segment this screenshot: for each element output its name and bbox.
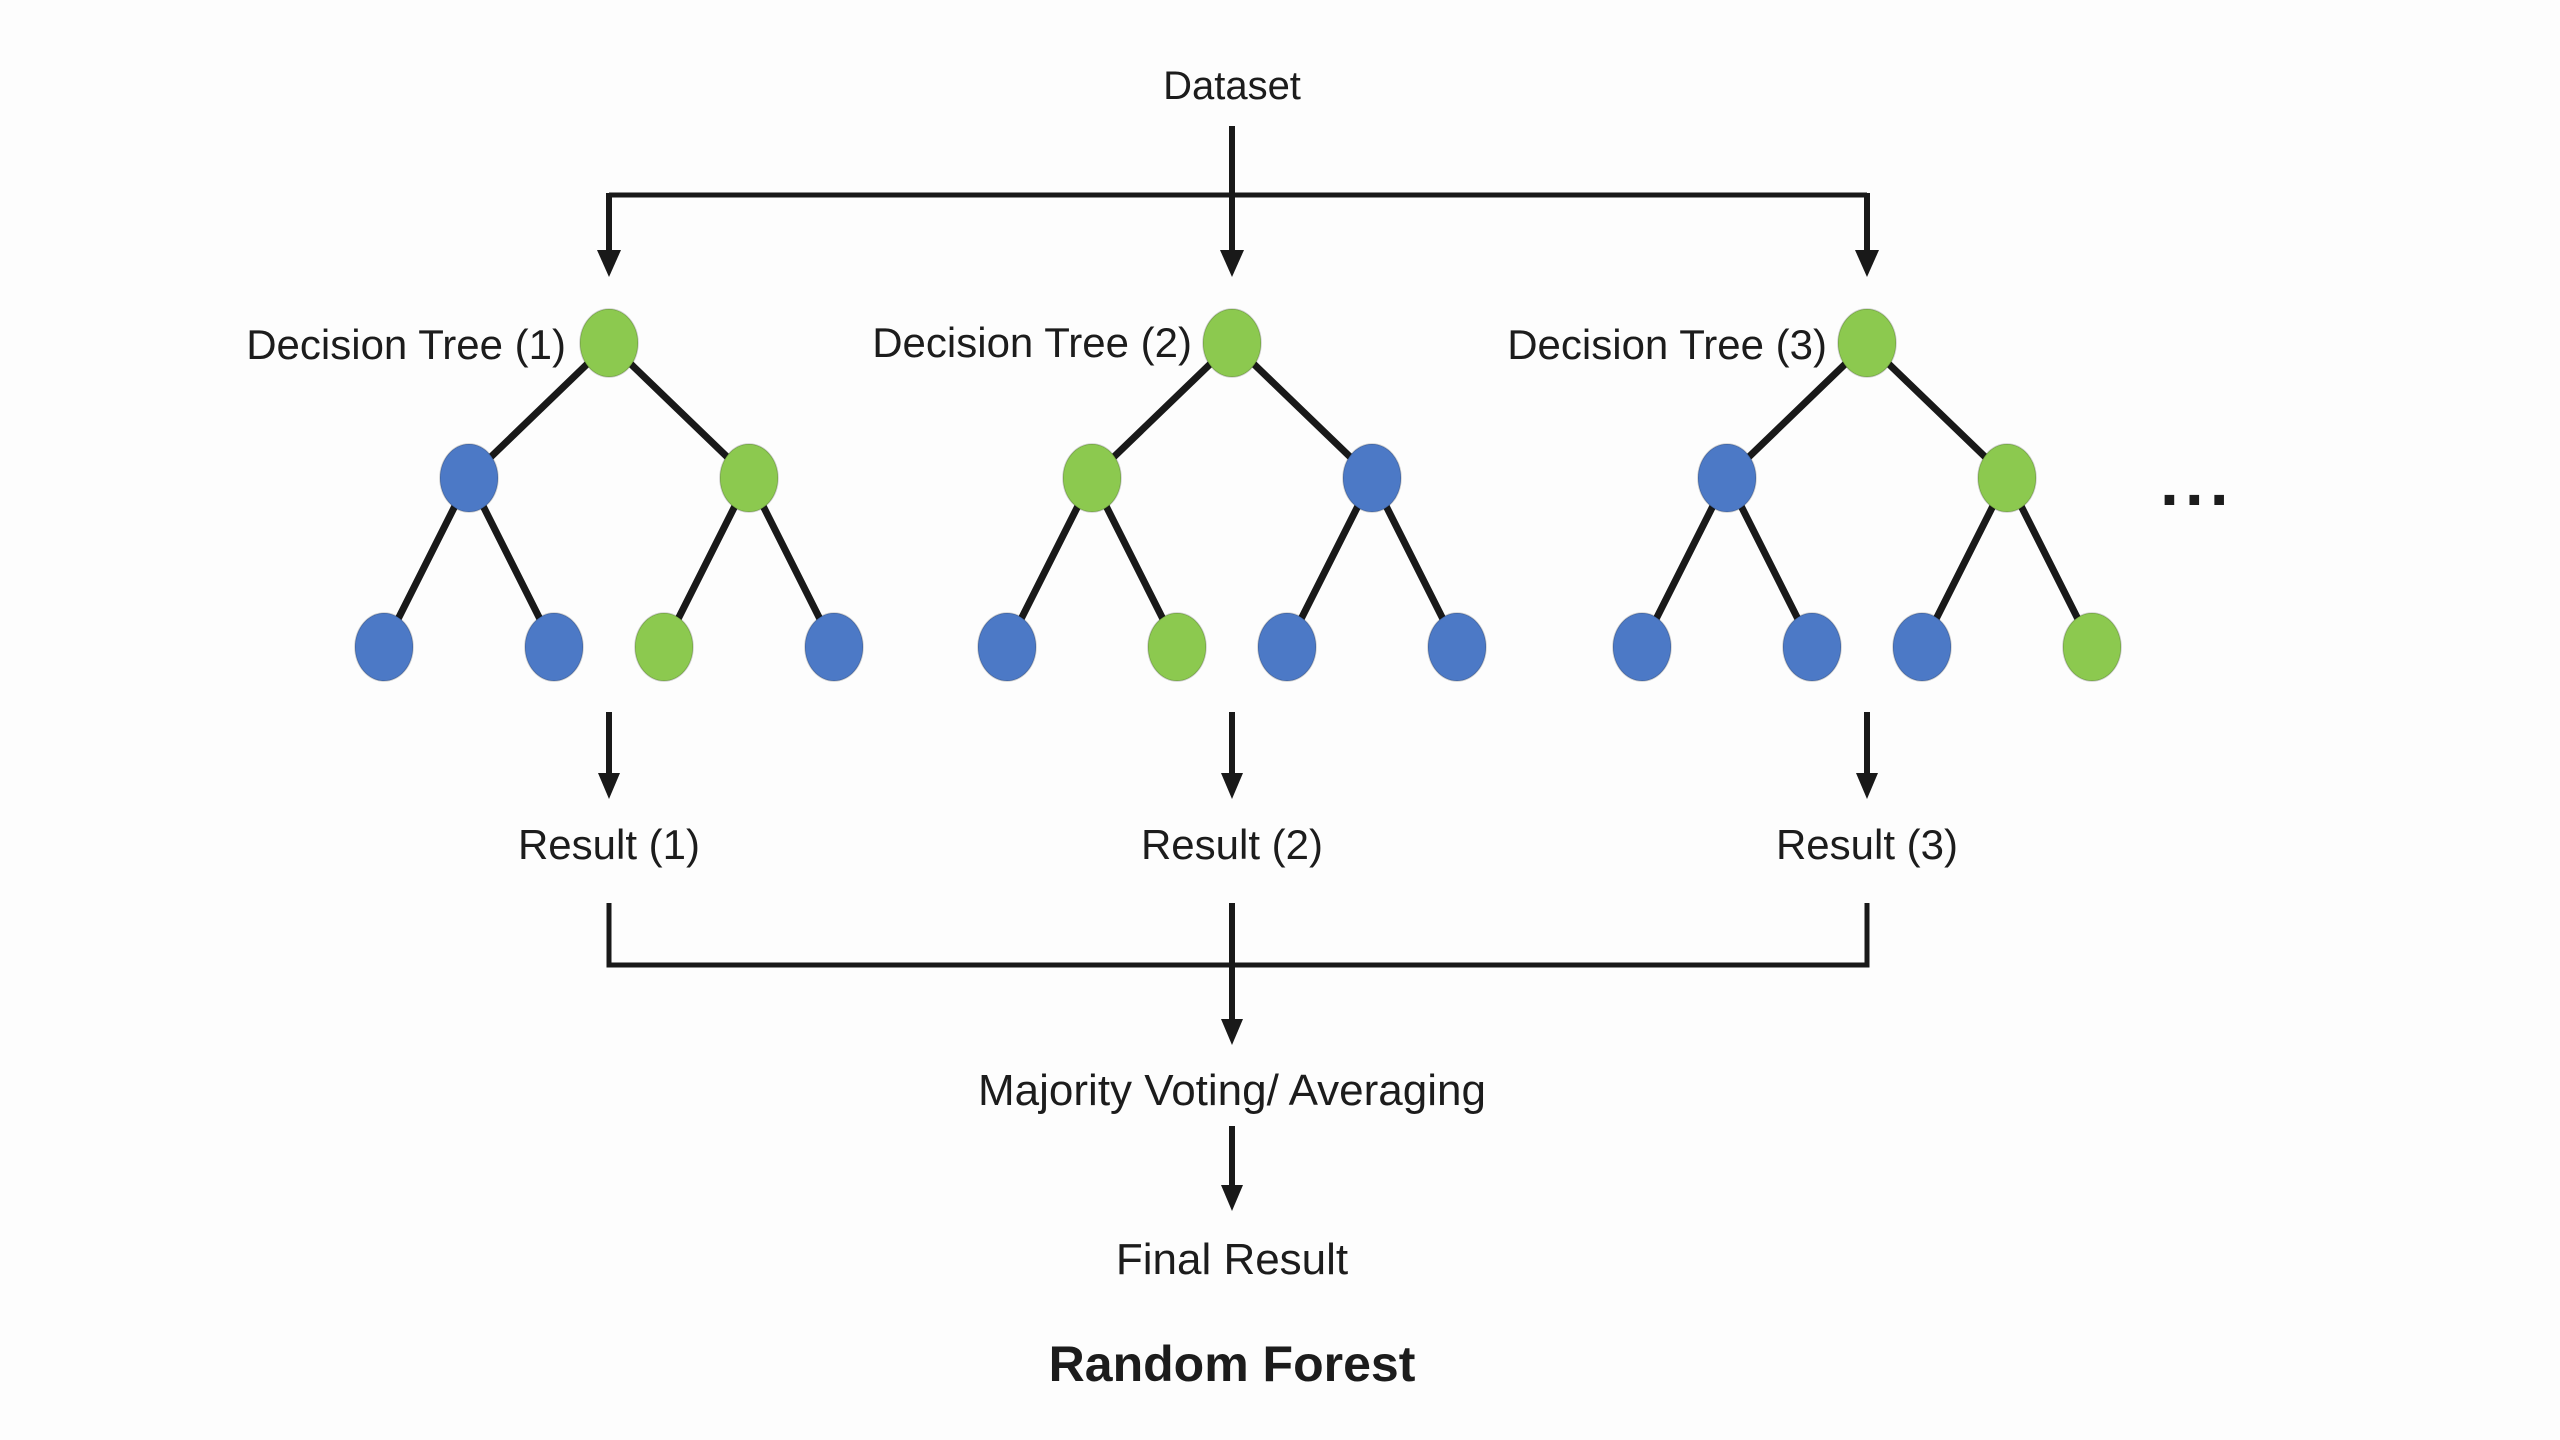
decision-tree-1 xyxy=(354,308,864,682)
tree-result-arrows xyxy=(598,712,1878,799)
final-arrow xyxy=(1221,1126,1243,1211)
dataset-label: Dataset xyxy=(1163,64,1301,108)
tree3-leaf-1-node xyxy=(1612,612,1672,682)
tree1-leaf-1-node xyxy=(354,612,414,682)
decision-tree-3 xyxy=(1612,308,2122,682)
dataset-arrow-head xyxy=(1220,250,1244,277)
tree2-level2-left-node xyxy=(1062,443,1122,513)
result-3-label: Result (3) xyxy=(1775,821,1959,868)
tree3-leaf-3-node xyxy=(1892,612,1952,682)
tree1-leaf-3-node xyxy=(634,612,694,682)
result3-arrow-head xyxy=(1856,773,1878,799)
more-trees-ellipsis: ... xyxy=(2160,444,2235,520)
collect-arrow-head xyxy=(1221,1019,1243,1045)
tree2-leaf-2-node xyxy=(1147,612,1207,682)
tree3-leaf-2-node xyxy=(1782,612,1842,682)
split-right-arrow-head xyxy=(1855,250,1879,277)
decision-tree-2 xyxy=(977,308,1487,682)
results-collect-connector xyxy=(606,903,1870,1045)
final-arrow-head xyxy=(1221,1185,1243,1211)
final-result-label: Final Result xyxy=(1115,1235,1349,1284)
decision-tree-3-label: Decision Tree (3) xyxy=(1507,321,1827,368)
majority-voting-label: Majority Voting/ Averaging xyxy=(978,1066,1486,1115)
tree1-leaf-2-node xyxy=(524,612,584,682)
tree2-root-node xyxy=(1202,308,1262,378)
tree2-leaf-3-node xyxy=(1257,612,1317,682)
collect-bracket xyxy=(606,903,1870,968)
tree1-root-node xyxy=(579,308,639,378)
tree1-level2-left-node xyxy=(439,443,499,513)
result2-arrow-head xyxy=(1221,773,1243,799)
tree2-level2-right-node xyxy=(1342,443,1402,513)
decision-tree-2-label: Decision Tree (2) xyxy=(872,319,1192,366)
tree3-level2-left-node xyxy=(1697,443,1757,513)
tree2-leaf-1-node xyxy=(977,612,1037,682)
diagram-caption: Random Forest xyxy=(1048,1336,1416,1392)
tree2-edges xyxy=(1003,339,1461,651)
dataset-split-connector xyxy=(597,126,1879,277)
result-1-label: Result (1) xyxy=(517,821,701,868)
result-2-label: Result (2) xyxy=(1140,821,1324,868)
tree3-edges xyxy=(1638,339,2096,651)
tree3-leaf-4-node xyxy=(2062,612,2122,682)
result1-arrow-head xyxy=(598,773,620,799)
tree1-edges xyxy=(380,339,838,651)
decision-tree-1-label: Decision Tree (1) xyxy=(246,321,566,368)
tree2-leaf-4-node xyxy=(1427,612,1487,682)
tree1-level2-right-node xyxy=(719,443,779,513)
tree3-root-node xyxy=(1837,308,1897,378)
tree1-leaf-4-node xyxy=(804,612,864,682)
split-left-arrow-head xyxy=(597,250,621,277)
tree3-level2-right-node xyxy=(1977,443,2037,513)
